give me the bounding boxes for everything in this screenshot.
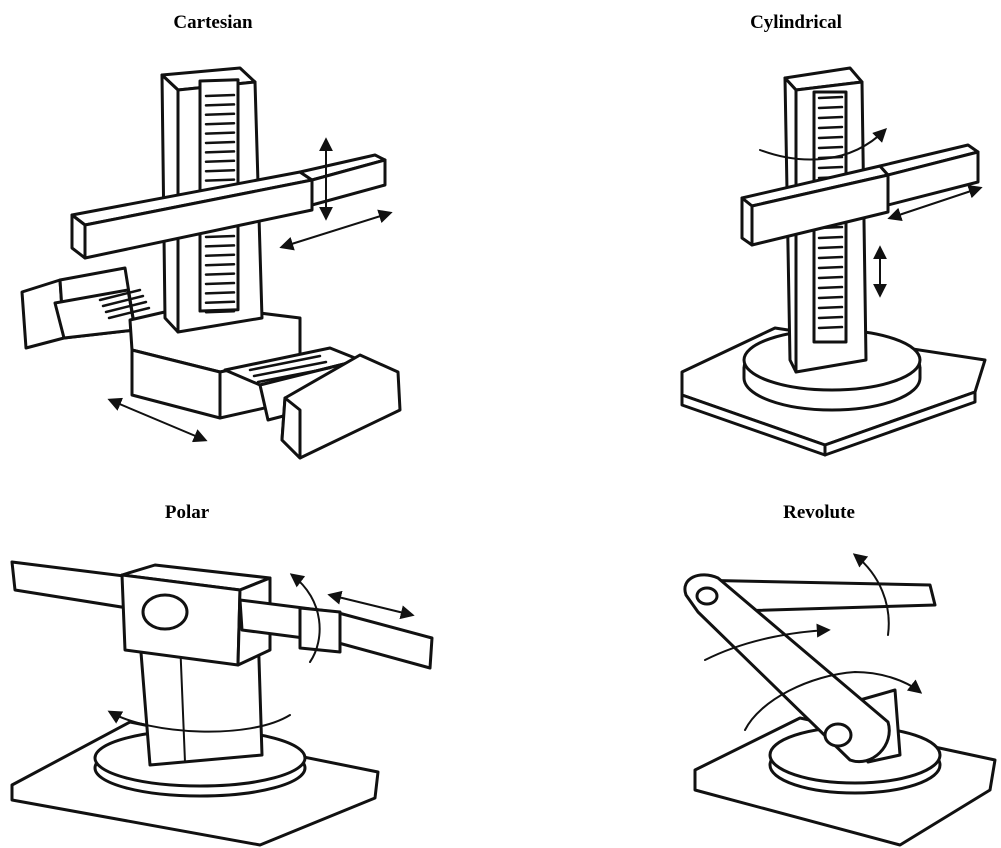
ladder-slat [206,283,234,284]
ladder-slat [206,292,234,293]
ladder-slat [206,142,234,143]
label-polar: Polar [164,502,210,523]
ladder-slat [206,170,234,171]
ladder-slat [819,257,842,258]
ladder-slat [206,104,234,105]
ladder-slat [206,180,234,181]
ladder-slat [819,167,842,168]
ladder-slat [206,114,234,115]
ladder-slat [206,255,234,256]
cartesian-robot-illustration [15,60,415,465]
ladder-slat [206,161,234,162]
label-cartesian: Cartesian [173,12,253,33]
ladder-slat [819,327,842,328]
ladder-slat [819,297,842,298]
ladder-slat [819,107,842,108]
ladder-slat [206,245,234,246]
ladder-slat [819,237,842,238]
ladder-slat [206,151,234,152]
ladder-slat [206,123,234,124]
ladder-slat [206,236,234,237]
ladder-slat [819,137,842,138]
ladder-slat [819,147,842,148]
revolute-robot-illustration [680,553,1000,848]
ladder-slat [819,127,842,128]
ladder-slat [819,97,842,98]
cylindrical-robot-illustration [680,60,1000,465]
ladder-slat [206,264,234,265]
ladder-slat [819,117,842,118]
ladder-slat [206,302,234,303]
ladder-slat [819,317,842,318]
ladder-slat [206,133,234,134]
ladder-slat [819,307,842,308]
ladder-slat [206,311,234,312]
ladder-slat [819,267,842,268]
polar-robot-illustration [5,550,390,848]
ladder-slat [819,247,842,248]
label-revolute: Revolute [783,502,855,523]
ladder-slat [206,274,234,275]
ladder-slat [206,95,234,96]
ladder-slat [819,287,842,288]
ladder-slat [819,277,842,278]
label-cylindrical: Cylindrical [750,12,842,33]
